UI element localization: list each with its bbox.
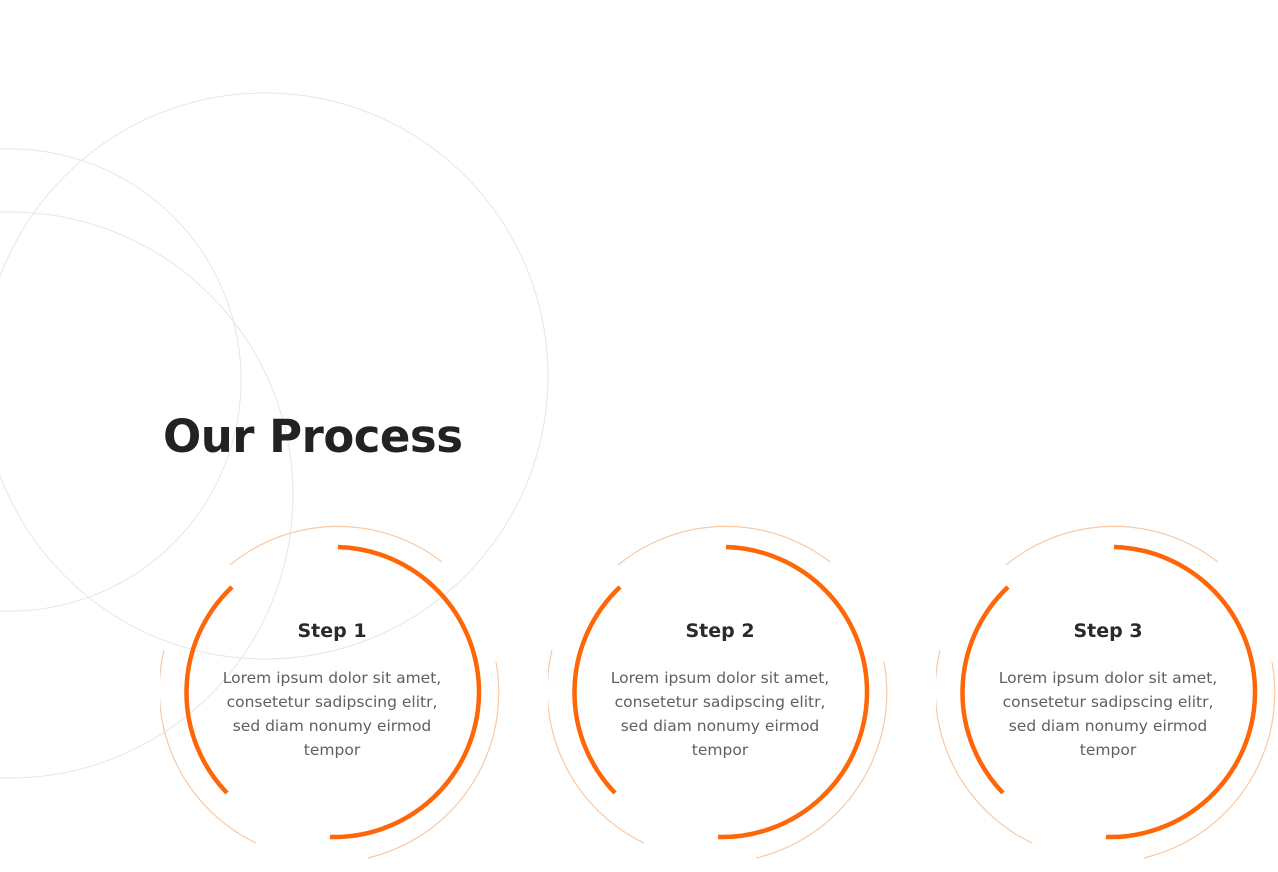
step-title: Step 1: [297, 620, 367, 642]
step-ring-icon: [160, 525, 500, 859]
step-title: Step 2: [685, 620, 755, 642]
step-description: Lorem ipsum dolor sit amet, consetetur s…: [610, 669, 830, 759]
process-step-1: Step 1 Lorem ipsum dolor sit amet, conse…: [160, 520, 504, 864]
step-title: Step 3: [1073, 620, 1143, 642]
background-circle: [0, 92, 549, 660]
background-circle: [0, 148, 242, 612]
step-description: Lorem ipsum dolor sit amet, consetetur s…: [222, 669, 442, 759]
step-ring-icon: [548, 525, 888, 859]
background-circle: [0, 211, 294, 779]
section-heading: Our Process: [163, 410, 463, 463]
step-ring-icon: [936, 525, 1276, 859]
process-step-2: Step 2 Lorem ipsum dolor sit amet, conse…: [548, 520, 892, 864]
step-description: Lorem ipsum dolor sit amet, consetetur s…: [998, 669, 1218, 759]
process-step-3: Step 3 Lorem ipsum dolor sit amet, conse…: [936, 520, 1278, 864]
